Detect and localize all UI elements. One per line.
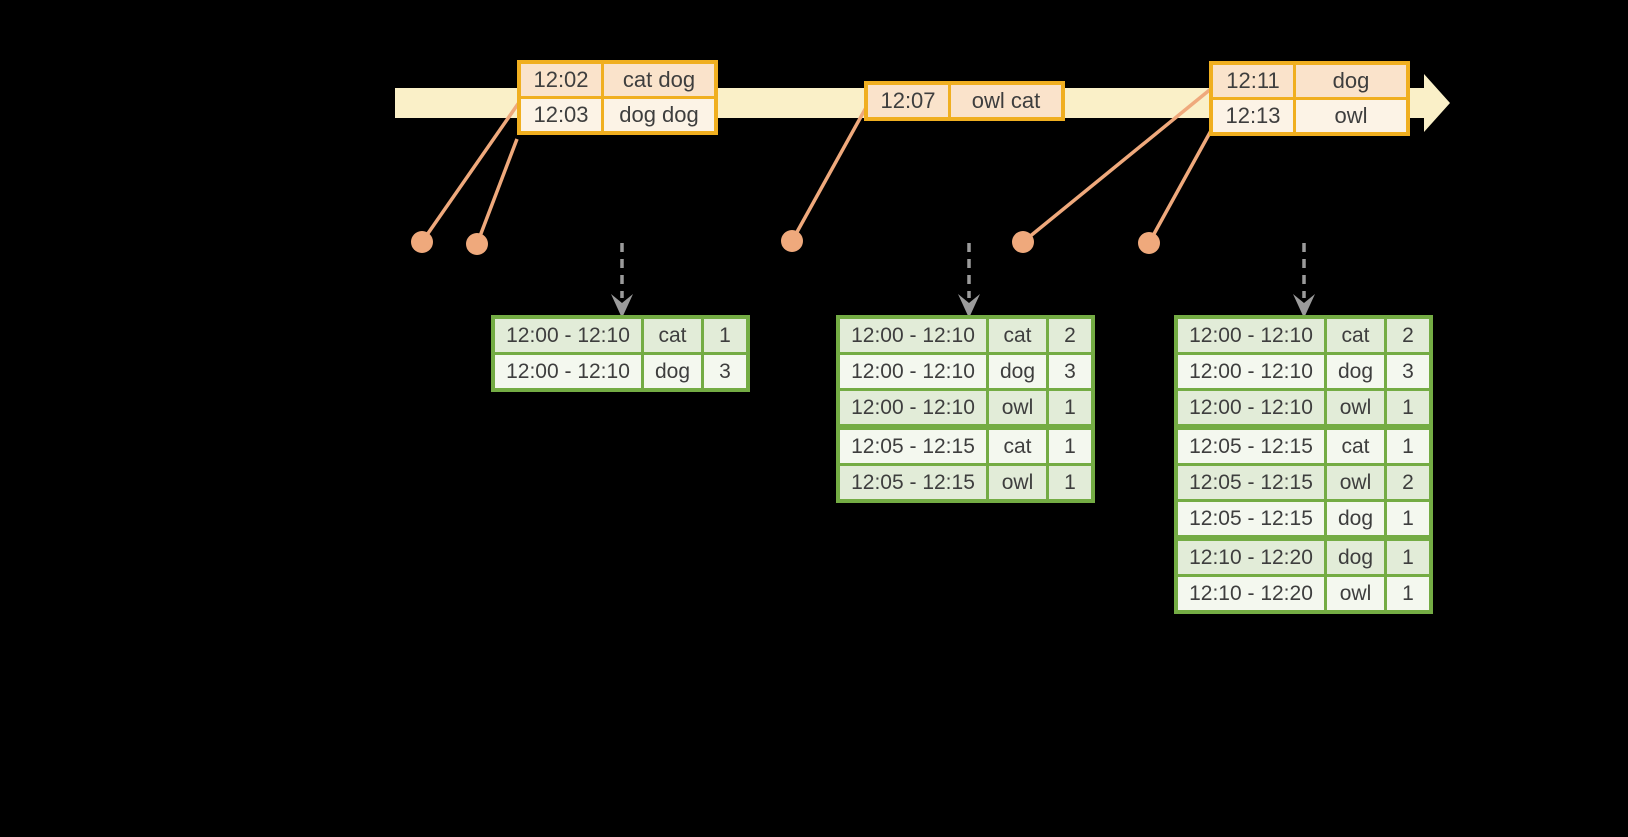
count-cell: 1 — [1046, 424, 1095, 466]
event-row: 12:13 owl — [1209, 97, 1410, 136]
event-words-cell: dog — [1293, 61, 1410, 100]
window-cell: 12:00 - 12:10 — [836, 388, 989, 429]
window-cell: 12:05 - 12:15 — [1174, 463, 1327, 502]
event-dots — [411, 230, 1160, 255]
word-cell: owl — [1324, 574, 1387, 614]
event-connector-line — [790, 103, 870, 242]
event-words-cell: dog dog — [601, 96, 718, 135]
window-cell: 12:00 - 12:10 — [836, 315, 989, 355]
window-cell: 12:00 - 12:10 — [836, 352, 989, 391]
count-cell: 2 — [1384, 315, 1433, 355]
result-table-3: 12:00 - 12:10 cat 2 12:00 - 12:10 dog 3 … — [1174, 315, 1433, 614]
event-row: 12:03 dog dog — [517, 96, 718, 135]
word-cell: owl — [1324, 463, 1387, 502]
count-cell: 1 — [701, 315, 750, 355]
count-cell: 1 — [1046, 463, 1095, 503]
word-cell: dog — [641, 352, 704, 392]
word-cell: cat — [641, 315, 704, 355]
result-row: 12:00 - 12:10 cat 2 — [1174, 315, 1433, 355]
result-row: 12:00 - 12:10 cat 1 — [491, 315, 750, 355]
word-cell: cat — [986, 424, 1049, 466]
result-row: 12:05 - 12:15 dog 1 — [1174, 499, 1433, 540]
event-words-cell: owl — [1293, 97, 1410, 136]
word-cell: cat — [1324, 424, 1387, 466]
count-cell: 1 — [1384, 574, 1433, 614]
event-time-cell: 12:13 — [1209, 97, 1296, 136]
count-cell: 1 — [1384, 499, 1433, 540]
window-cell: 12:10 - 12:20 — [1174, 574, 1327, 614]
event-dot — [466, 233, 488, 255]
result-row: 12:05 - 12:15 owl 2 — [1174, 463, 1433, 502]
event-connector-line — [1147, 126, 1215, 244]
event-dot — [1138, 232, 1160, 254]
window-cell: 12:05 - 12:15 — [836, 463, 989, 503]
result-row: 12:00 - 12:10 cat 2 — [836, 315, 1095, 355]
result-row: 12:00 - 12:10 dog 3 — [491, 352, 750, 392]
window-cell: 12:00 - 12:10 — [491, 352, 644, 392]
result-row: 12:10 - 12:20 owl 1 — [1174, 574, 1433, 614]
count-cell: 1 — [1046, 388, 1095, 429]
window-cell: 12:00 - 12:10 — [1174, 388, 1327, 429]
count-cell: 2 — [1384, 463, 1433, 502]
word-cell: dog — [1324, 535, 1387, 577]
event-words-cell: cat dog — [601, 60, 718, 99]
event-row: 12:11 dog — [1209, 61, 1410, 100]
count-cell: 3 — [1384, 352, 1433, 391]
window-cell: 12:10 - 12:20 — [1174, 535, 1327, 577]
window-cell: 12:05 - 12:15 — [1174, 424, 1327, 466]
word-cell: cat — [986, 315, 1049, 355]
result-table-2: 12:00 - 12:10 cat 2 12:00 - 12:10 dog 3 … — [836, 315, 1095, 503]
event-table-1: 12:02 cat dog 12:03 dog dog — [517, 60, 718, 135]
window-cell: 12:00 - 12:10 — [1174, 315, 1327, 355]
result-row: 12:10 - 12:20 dog 1 — [1174, 535, 1433, 577]
event-row: 12:07 owl cat — [864, 81, 1065, 121]
count-cell: 3 — [701, 352, 750, 392]
event-words-cell: owl cat — [948, 81, 1065, 121]
count-cell: 3 — [1046, 352, 1095, 391]
event-table-3: 12:11 dog 12:13 owl — [1209, 61, 1410, 136]
result-row: 12:05 - 12:15 owl 1 — [836, 463, 1095, 503]
word-cell: cat — [1324, 315, 1387, 355]
count-cell: 2 — [1046, 315, 1095, 355]
event-time-cell: 12:07 — [864, 81, 951, 121]
event-dot — [411, 231, 433, 253]
event-time-cell: 12:03 — [517, 96, 604, 135]
count-cell: 1 — [1384, 535, 1433, 577]
window-cell: 12:05 - 12:15 — [1174, 499, 1327, 540]
trigger-arrow-lines — [620, 243, 1306, 298]
result-row: 12:00 - 12:10 owl 1 — [1174, 388, 1433, 429]
result-table-1: 12:00 - 12:10 cat 1 12:00 - 12:10 dog 3 — [491, 315, 750, 392]
event-dot — [781, 230, 803, 252]
word-cell: dog — [1324, 499, 1387, 540]
timeline-arrowhead-icon — [1424, 74, 1450, 132]
word-cell: owl — [986, 463, 1049, 503]
event-connector-line — [475, 138, 519, 245]
word-cell: dog — [1324, 352, 1387, 391]
word-cell: owl — [986, 388, 1049, 429]
event-time-cell: 12:11 — [1209, 61, 1296, 100]
result-row: 12:05 - 12:15 cat 1 — [1174, 424, 1433, 466]
result-row: 12:00 - 12:10 dog 3 — [836, 352, 1095, 391]
window-cell: 12:05 - 12:15 — [836, 424, 989, 466]
count-cell: 1 — [1384, 424, 1433, 466]
word-cell: dog — [986, 352, 1049, 391]
result-row: 12:00 - 12:10 owl 1 — [836, 388, 1095, 429]
event-time-cell: 12:02 — [517, 60, 604, 99]
event-row: 12:02 cat dog — [517, 60, 718, 99]
result-row: 12:05 - 12:15 cat 1 — [836, 424, 1095, 466]
count-cell: 1 — [1384, 388, 1433, 429]
event-table-2: 12:07 owl cat — [864, 81, 1065, 121]
event-connector-line — [420, 100, 522, 243]
window-cell: 12:00 - 12:10 — [1174, 352, 1327, 391]
result-row: 12:00 - 12:10 dog 3 — [1174, 352, 1433, 391]
event-dot — [1012, 231, 1034, 253]
word-cell: owl — [1324, 388, 1387, 429]
window-cell: 12:00 - 12:10 — [491, 315, 644, 355]
